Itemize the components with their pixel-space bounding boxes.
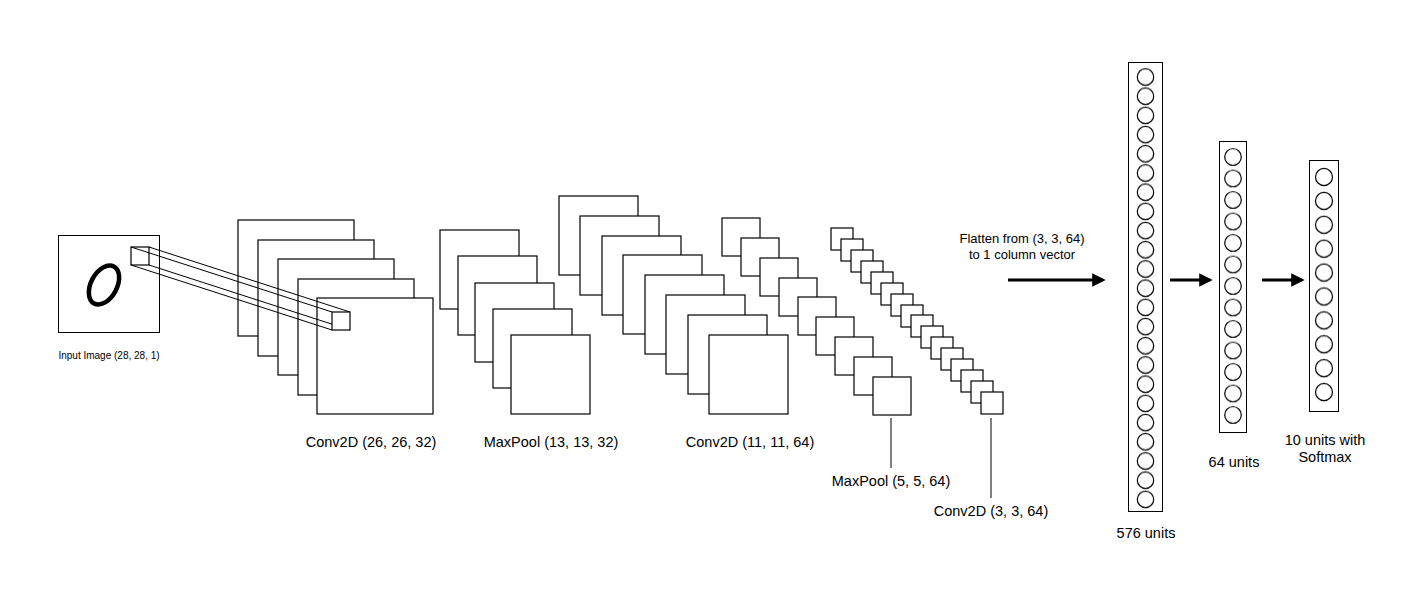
feature-map-stack: [238, 220, 433, 414]
layer-label: Conv2D (11, 11, 64): [686, 434, 814, 451]
unit-circles: [1128, 67, 1163, 509]
feature-map-stack: [722, 218, 911, 415]
kernel-output: [332, 312, 350, 330]
layer-label: MaxPool (13, 13, 32): [484, 434, 619, 451]
digit-zero: [83, 260, 126, 309]
feature-map: [511, 335, 590, 414]
feature-map: [873, 377, 911, 415]
flow-arrow: [1262, 279, 1302, 282]
edge-label: Flatten from (3, 3, 64) to 1 column vect…: [956, 231, 1088, 262]
projection-line: [131, 247, 332, 312]
feature-map: [981, 392, 1003, 414]
projection-line: [149, 247, 350, 312]
layer-label: Conv2D (26, 26, 32): [306, 434, 437, 451]
output-layer: 10 units with Softmax: [1309, 160, 1339, 412]
feature-map: [317, 298, 433, 414]
pool-layer: MaxPool (13, 13, 32): [440, 230, 590, 414]
leader-line: [991, 418, 992, 498]
pool-layer: MaxPool (5, 5, 64): [722, 218, 911, 415]
receptive-field: [131, 247, 350, 330]
projection-line: [131, 265, 332, 330]
leader-line: [891, 418, 892, 468]
dense-layer: 64 units: [1219, 141, 1247, 433]
feature-map: [709, 335, 788, 414]
layer-label: 64 units: [1209, 454, 1260, 471]
kernel-window: [131, 247, 149, 265]
layer-label: Input Image (28, 28, 1): [58, 350, 159, 362]
layer-label: Conv2D (3, 3, 64): [934, 503, 1048, 520]
unit-circles: [1219, 146, 1247, 426]
conv-layer: Conv2D (26, 26, 32): [238, 220, 433, 414]
dense-layer: 576 units: [1128, 62, 1163, 512]
unit-circles: [1309, 165, 1339, 404]
input-image: Input Image (28, 28, 1): [58, 235, 160, 333]
layer-label: 10 units with Softmax: [1275, 432, 1375, 467]
projection-line: [149, 265, 350, 330]
layer-label: 576 units: [1117, 525, 1176, 542]
feature-map-stack: [559, 196, 788, 414]
flow-arrow: [1170, 279, 1210, 282]
conv-layer: Conv2D (11, 11, 64): [559, 196, 788, 414]
flow-arrow: [1008, 279, 1103, 282]
layer-label: MaxPool (5, 5, 64): [832, 473, 950, 490]
